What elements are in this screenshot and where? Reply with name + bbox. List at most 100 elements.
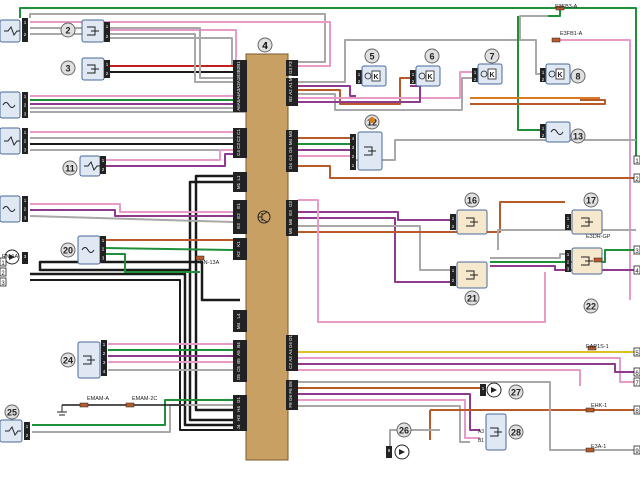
comp-2-badge (60, 22, 76, 38)
comp-5-k-glyph: K (373, 74, 378, 81)
ecu-pin-lm-2: C3 (236, 143, 241, 149)
edge-right-4: 4 (635, 269, 639, 275)
wire-c20-green (104, 247, 234, 251)
edge-right-2: 2 (635, 177, 639, 183)
edge-right-9: 9 (635, 449, 639, 455)
ecu-pin-lt-1: B2 (236, 66, 241, 72)
label-en13a: EN-13A (200, 260, 220, 266)
comp-3-pin-0: 1 (106, 62, 109, 67)
comp-left-c-pin-1: 2 (24, 207, 27, 212)
wire-e3a-gray (298, 381, 636, 451)
comp-left-a-pin-1: 2 (24, 103, 27, 108)
wire-c19-pink (30, 203, 233, 213)
comp-21-connector (450, 266, 456, 286)
comp-13-pin-0: 1 (542, 126, 545, 131)
wire-c28-purple (298, 393, 480, 431)
comp-17-badge (583, 192, 599, 208)
comp-5-badge (364, 48, 380, 64)
comp-3-number: 3 (65, 64, 70, 74)
label-en1a: EN-1A (2, 254, 19, 260)
wire-r-brown-c8 (470, 99, 606, 105)
wire-r-gray-top (298, 15, 548, 83)
comp-25-badge (4, 404, 20, 420)
comp-20-pin-0: 1 (102, 238, 105, 243)
comp-12-pin-3: 1 (352, 163, 355, 168)
wire-c28-gray (298, 405, 470, 443)
comp-5-pin-0: 1 (358, 72, 361, 77)
comp-11-pin-1: 2 (102, 167, 105, 172)
ecu-pin-ls1-0: E1 (236, 203, 241, 209)
comp-7-k-icon (487, 68, 497, 80)
comp-left-c-sensor-icon (2, 206, 16, 212)
comp-6-pin-0: 1 (412, 72, 415, 77)
wire-c25-green (32, 399, 233, 426)
ecu-pin-ls4-4: D5 (236, 374, 241, 380)
comp-7-connector (472, 68, 478, 82)
comp-22-connector (565, 250, 571, 272)
comp-27-lamp-glyph (491, 387, 497, 393)
ecu-left-connector-s4 (233, 340, 247, 382)
ecu-pin-rm-0: M3 (288, 130, 293, 137)
comp-5-coil-icon (364, 72, 372, 80)
comp-17-pin-1: 2 (567, 224, 570, 229)
ecu-left-connector-s3 (233, 310, 247, 332)
edge-left-3-box (0, 277, 7, 287)
ecu-right-connector-e (286, 335, 298, 371)
connector-labels: E3FB3-A E3FB1-A EN-1A EN-13A EMAM-A EMAM… (2, 4, 611, 450)
comp-24-pin-3: 4 (103, 369, 106, 374)
comp-11-number: 11 (65, 164, 75, 174)
comp-12-pin-0: 4 (352, 136, 355, 141)
ecu-pin-lm-1: C2 (236, 136, 241, 142)
edge-left-2-box (0, 267, 7, 277)
comp-6-coil-icon (418, 72, 426, 80)
comp-left-1-pin-1: 2 (24, 32, 27, 37)
comp-8-badge (570, 68, 586, 84)
comp-7-number: 7 (489, 52, 494, 62)
comp-24-connector (101, 340, 107, 376)
ecu-pin-rm-4: D4 (288, 163, 293, 169)
ecu-pin-ls2-1: K2 (236, 251, 241, 257)
ecu-pin-rl-0: D3 (288, 201, 293, 207)
comp-12-pin-1: 3 (352, 145, 355, 150)
label-e3dr-gp: E3DR-GP (586, 234, 611, 240)
comp-8-pin-1: 2 (542, 77, 545, 82)
ecu-pin-rs5-0: E6 (288, 381, 293, 387)
comp-left-c-connector (22, 196, 28, 222)
comp-left-a-pin-0: 1 (24, 94, 27, 99)
comp-22-pin-2: 3 (567, 267, 570, 272)
comp-20-badge (60, 242, 76, 258)
comp-6-k-glyph: K (427, 74, 432, 81)
wire-r-c6-brown (298, 77, 410, 105)
ecu-pin-ls4-1: A5 (236, 350, 241, 356)
wire-r-c13-green (517, 16, 540, 131)
ecu-pin-ls3-1: M4 (236, 322, 241, 329)
comp-2-connector (104, 22, 110, 42)
ecu-left-connector-s1 (233, 200, 247, 234)
comp-6-number: 6 (429, 52, 434, 62)
ecu-pin-lt-3: A1 (236, 77, 241, 83)
ecu-pin-rm-1: M4 (288, 138, 293, 145)
wire-c12-brown-out (298, 165, 636, 179)
edge-right-7-box (633, 377, 640, 387)
ecu-pin-lm-3: C4 (236, 150, 241, 156)
comp-21-number: 21 (467, 294, 477, 304)
comp-left-c-pin-2: 3 (24, 215, 27, 220)
comp-11-badge (62, 160, 78, 176)
comp-27-pin-0: 1 (482, 386, 485, 391)
comp-7-k-glyph: K (489, 72, 494, 79)
wire-r-c7-pink (298, 71, 472, 99)
inline-connector-2 (593, 257, 603, 263)
wire-lr-pink2 (298, 369, 581, 386)
comp-24-pin-1: 2 (103, 351, 106, 356)
comp-13-pin-1: 2 (542, 133, 545, 138)
comp-17-number: 17 (586, 196, 596, 206)
ecu-pin-rm-3: C4 (288, 155, 293, 161)
comp-20-pin-2: 3 (102, 255, 105, 260)
wire-c22-gray (490, 253, 565, 259)
transistor-icon (257, 210, 271, 224)
ecu-pin-rl-2: M6 (288, 218, 293, 225)
comp-25-connector (24, 422, 30, 440)
ecu-pin-ls2-0: K1 (236, 241, 241, 247)
edge-right-6: 6 (635, 371, 639, 377)
